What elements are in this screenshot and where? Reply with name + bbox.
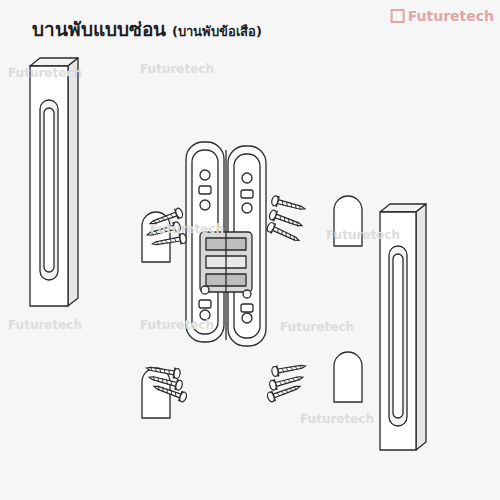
watermark: Futuretech (280, 320, 354, 334)
screw (271, 195, 306, 213)
screw (271, 361, 306, 377)
door-frame-bar (30, 58, 78, 306)
watermark: Futuretech (300, 412, 374, 426)
watermark: Futuretech (8, 66, 82, 80)
title: บานพับแบบซ่อน (32, 14, 166, 44)
subtitle: (บานพับข้อเสือ) (172, 21, 262, 42)
watermark: Futuretech (150, 222, 224, 236)
watermark: Futuretech (8, 318, 82, 332)
concealed-hinge (186, 142, 266, 346)
logo-mark (392, 10, 404, 22)
watermark: Futuretech (140, 62, 214, 76)
screw-set (146, 195, 307, 403)
screw (152, 382, 187, 403)
watermark: Futuretech (326, 228, 400, 242)
watermark: Futuretech (140, 318, 214, 332)
logo-text: Futuretech (408, 8, 494, 24)
screw (266, 382, 301, 403)
screw (266, 221, 301, 244)
screw (146, 363, 181, 379)
